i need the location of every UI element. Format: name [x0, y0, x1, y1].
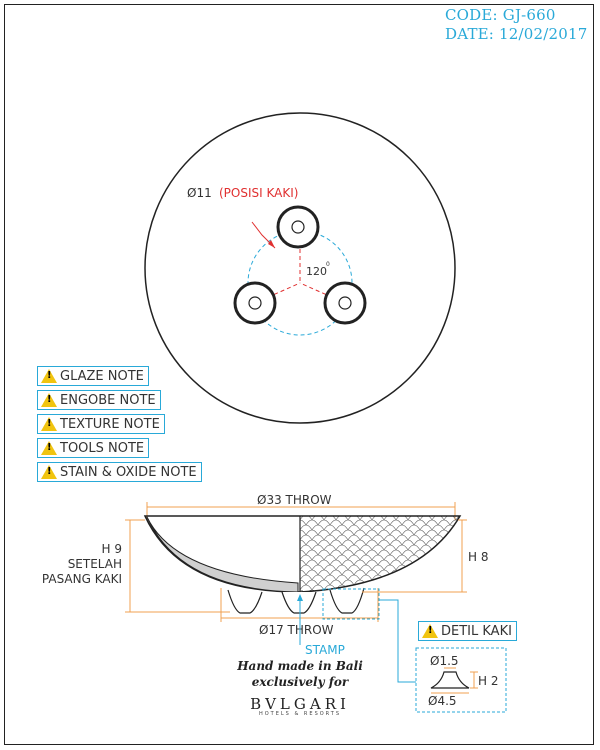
diameter-bottom-label: Ø17 THROW — [259, 623, 334, 637]
note-label: ENGOBE NOTE — [60, 392, 156, 408]
foot-top — [276, 205, 320, 249]
foot-bottom-diameter: Ø4.5 — [428, 694, 457, 708]
made-line1: Hand made in Bali — [237, 659, 363, 673]
note-detil-kaki[interactable]: DETIL KAKI — [418, 621, 517, 641]
height-left-line3: PASANG KAKI — [42, 572, 122, 586]
detail-callout-box — [322, 588, 380, 620]
angle-label: 120 — [306, 265, 327, 278]
foot-detail-shape — [430, 671, 470, 689]
note-label: TEXTURE NOTE — [60, 416, 160, 432]
foot-right — [323, 281, 367, 325]
foot-top-diameter: Ø1.5 — [430, 654, 459, 668]
note-glaze[interactable]: GLAZE NOTE — [37, 366, 149, 386]
stamp-label: STAMP — [305, 643, 345, 657]
bowl-top-outline — [144, 112, 456, 424]
note-label: GLAZE NOTE — [60, 368, 144, 384]
warning-icon — [41, 417, 57, 431]
drawing-date: DATE: 12/02/2017 — [445, 25, 588, 43]
warning-icon — [41, 465, 57, 479]
warning-icon — [41, 441, 57, 455]
drawing-code: CODE: GJ-660 — [445, 6, 556, 24]
feet-side — [227, 587, 365, 614]
drawing-frame — [4, 4, 594, 745]
note-label: TOOLS NOTE — [60, 440, 145, 456]
side-view: Ø33 THROW H 9 SETELAH PASANG KAKI H 8 Ø1… — [42, 493, 488, 683]
foot-position-label: Ø11 — [187, 186, 212, 200]
brand-logo: BVLGARI — [250, 695, 350, 713]
note-engobe[interactable]: ENGOBE NOTE — [37, 390, 161, 410]
note-tools[interactable]: TOOLS NOTE — [37, 438, 150, 458]
height-right-label: H 8 — [468, 550, 488, 564]
bowl-wall-section — [146, 516, 299, 593]
note-texture[interactable]: TEXTURE NOTE — [37, 414, 165, 434]
angle-degree-mark: 0 — [326, 261, 330, 268]
detail-leader — [379, 599, 416, 683]
note-label: STAIN & OXIDE NOTE — [60, 464, 197, 480]
foot-height: H 2 — [478, 674, 498, 688]
made-line2: exclusively for — [251, 675, 349, 689]
top-view: Ø11 (POSISI KAKI) 120 0 — [144, 112, 456, 424]
foot-left — [233, 281, 277, 325]
warning-icon — [41, 393, 57, 407]
foot-position-note: (POSISI KAKI) — [219, 186, 298, 200]
height-left-line1: H 9 — [102, 542, 122, 556]
note-stain-oxide[interactable]: STAIN & OXIDE NOTE — [37, 462, 202, 482]
bowl-right-texture — [300, 516, 460, 592]
leader-arrowhead — [268, 240, 275, 248]
foot-detail: Ø1.5 H 2 Ø4.5 — [415, 647, 507, 713]
warning-icon — [422, 624, 438, 638]
note-label: DETIL KAKI — [441, 623, 512, 639]
warning-icon — [41, 369, 57, 383]
brand-sub: HOTELS & RESORTS — [258, 711, 342, 717]
height-left-line2: SETELAH — [68, 557, 122, 571]
diameter-top-label: Ø33 THROW — [257, 493, 332, 507]
foot-detail-box — [415, 647, 507, 713]
